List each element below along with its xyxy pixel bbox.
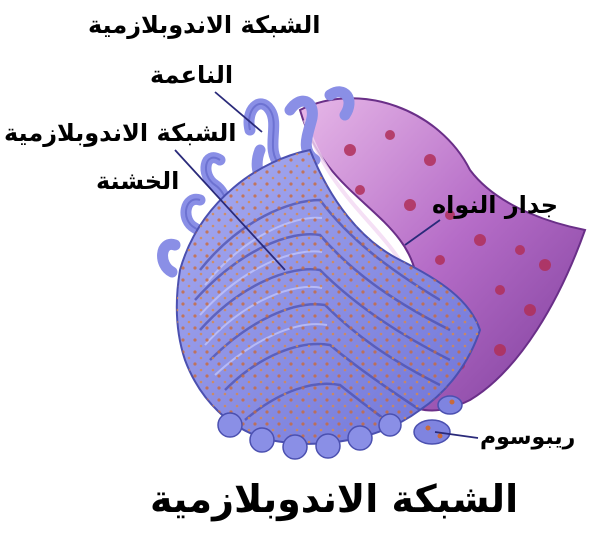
label-smooth-er-line1: الشبكة الاندوبلازمية [88, 12, 320, 40]
label-smooth-er-line2: الناعمة [150, 62, 233, 90]
label-rough-er-line1: الشبكة الاندوبلازمية [4, 120, 236, 148]
label-rough-er-line2: الخشنة [96, 168, 179, 196]
label-nuclear-envelope: جدار النواه [432, 192, 558, 220]
label-ribosome: ريبوسوم [480, 425, 575, 450]
diagram-title: الشبكة الاندوبلازمية [150, 478, 518, 522]
